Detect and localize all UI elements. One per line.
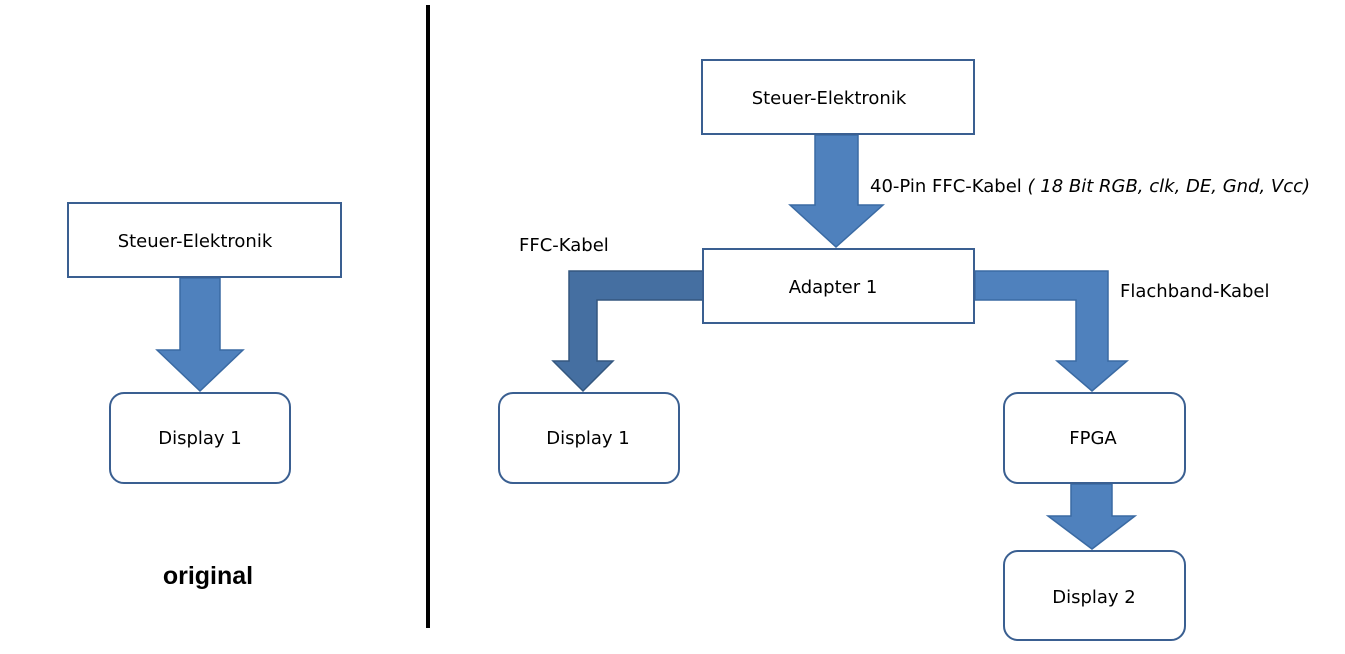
original-caption: original [163,562,253,590]
arrow-adapter-to-display1 [551,270,705,393]
adapter1-box [702,248,975,324]
ffc-40pin-cable-label-main: 40-Pin FFC-Kabel [870,176,1028,197]
left-display1-label: Display 1 [158,428,242,449]
arrow-adapter-to-fpga [974,270,1130,392]
adapter1-label: Adapter 1 [789,277,878,298]
display2-box [1003,550,1186,641]
arrow-fpga-to-display2 [1045,483,1138,550]
display2-label: Display 2 [1052,587,1136,608]
right-display1-box [498,392,680,484]
flachband-cable-label: Flachband-Kabel [1120,281,1270,302]
right-steuer-elektronik-label: Steuer-Elektronik [752,88,907,109]
ffc-40pin-cable-label: 40-Pin FFC-Kabel ( 18 Bit RGB, clk, DE, … [870,176,1310,197]
left-steuer-elektronik-box [67,202,342,278]
arrow-steuer-to-adapter [788,134,885,249]
arrow-steuer-to-display-left [155,277,245,393]
ffc-cable-label: FFC-Kabel [519,235,609,256]
left-display1-box [109,392,291,484]
left-steuer-elektronik-label: Steuer-Elektronik [118,231,273,252]
fpga-box [1003,392,1186,484]
fpga-label: FPGA [1069,428,1117,449]
right-steuer-elektronik-box [701,59,975,135]
right-display1-label: Display 1 [546,428,630,449]
ffc-40pin-cable-label-detail: ( 18 Bit RGB, clk, DE, Gnd, Vcc) [1028,176,1311,197]
